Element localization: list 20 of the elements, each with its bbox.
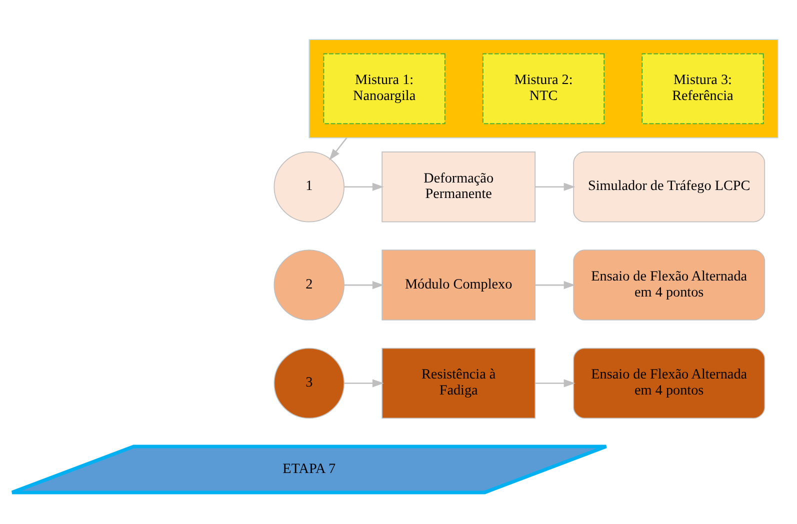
arrow [535, 378, 576, 387]
node-box: Módulo Complexo [382, 249, 536, 320]
node-box: Resistência à Fadiga [382, 347, 536, 418]
node-box: Ensaio de Flexão Alternada em 4 pontos [573, 249, 766, 320]
node-circle: 3 [274, 347, 344, 418]
arrow [535, 182, 576, 190]
arrow [344, 280, 384, 289]
arrow [329, 136, 348, 160]
arrow [344, 378, 384, 387]
cluster [308, 38, 778, 138]
node-box: Deformação Permanente [382, 151, 536, 222]
node-circle: 2 [274, 249, 344, 320]
node-box: Mistura 1: Nanoargila [323, 52, 446, 124]
node-box: Mistura 2: NTC [482, 52, 605, 124]
node-box: Mistura 3: Referência [642, 52, 764, 124]
node-circle: 1 [274, 151, 344, 222]
node-box: Ensaio de Flexão Alternada em 4 pontos [573, 347, 766, 418]
node-box: Simulador de Tráfego LCPC [573, 151, 766, 222]
arrow [535, 280, 576, 289]
arrow [344, 182, 384, 190]
